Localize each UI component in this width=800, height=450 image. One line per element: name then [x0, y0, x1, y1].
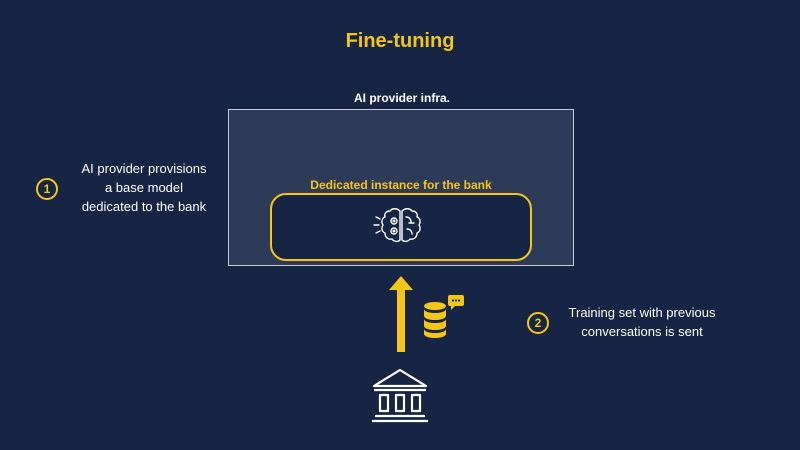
step-1-line: AI provider provisions — [81, 161, 207, 176]
instance-box — [270, 193, 532, 261]
step-1-number: 1 — [36, 178, 58, 200]
bank-building-icon — [372, 368, 428, 423]
instance-label: Dedicated instance for the bank — [310, 178, 492, 192]
step-2-line: Training set with previous — [568, 305, 716, 320]
database-chat-icon — [424, 295, 464, 338]
diagram-title: Fine-tuning — [345, 30, 455, 52]
step-2-text: Training set with previous conversations… — [552, 303, 732, 341]
step-1-text: AI provider provisions a base model dedi… — [64, 159, 224, 216]
brain-icon — [373, 208, 421, 243]
step-2-line: conversations is sent — [581, 324, 703, 339]
step-1-line: a base model — [104, 180, 184, 195]
step-1-line: dedicated to the bank — [81, 199, 207, 214]
infra-label: AI provider infra. — [353, 91, 451, 105]
step-2-number: 2 — [527, 312, 549, 334]
arrow-up-icon — [389, 276, 413, 352]
